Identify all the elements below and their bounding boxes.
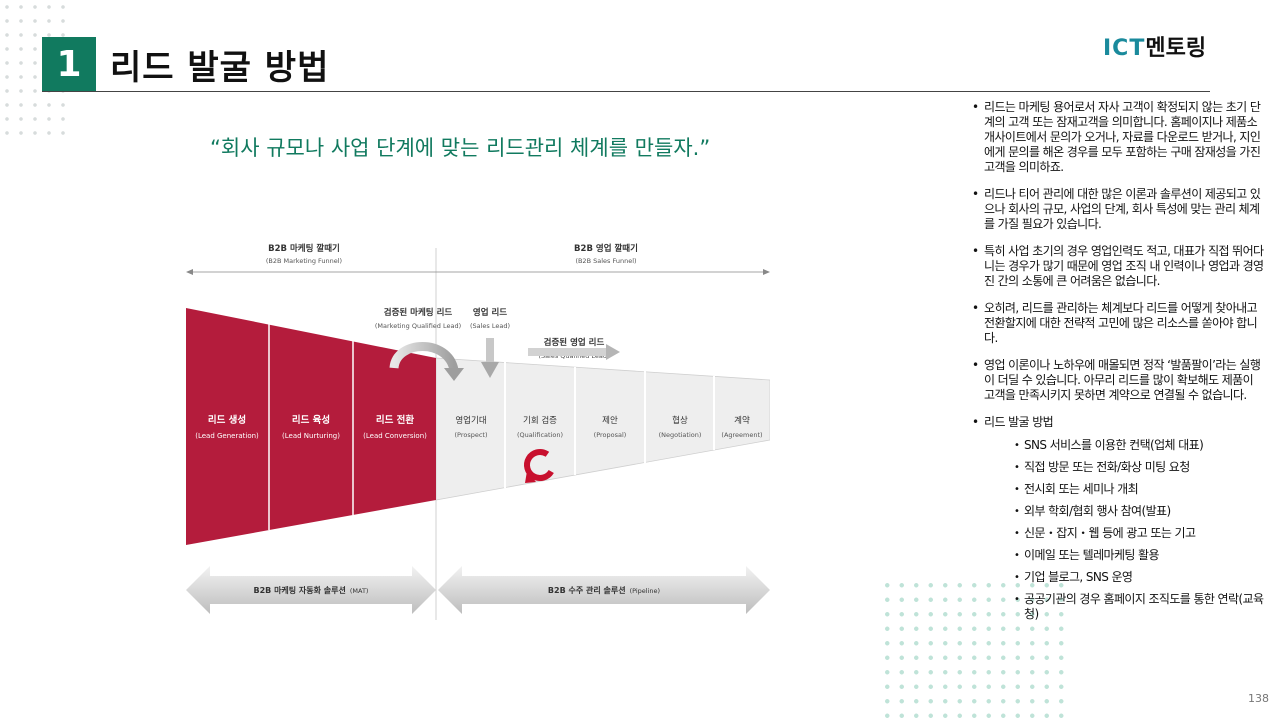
marketing-funnel-en-label: (B2B Marketing Funnel): [266, 257, 342, 265]
stage-agreement-label: 계약: [734, 415, 750, 426]
mat-solution-title: B2B 마케팅 자동화 솔루션: [254, 585, 346, 595]
stage-lead-generation-en: (Lead Generation): [195, 432, 259, 440]
pipeline-solution-label: B2B 수주 관리 솔루션 (Pipeline): [548, 585, 660, 595]
stage-qualification-label: 기회 검증: [523, 415, 557, 426]
bullet-item: 오히려, 리드를 관리하는 체계보다 리드를 어떻게 찾아내고 전환할지에 대한…: [970, 301, 1265, 346]
stage-lead-conversion-label: 리드 전환: [376, 414, 415, 426]
pipeline-solution-arrow: [438, 566, 770, 614]
stage-proposal-label: 제안: [602, 415, 618, 426]
methods-bullet: 리드 발굴 방법 SNS 서비스를 이용한 컨택(업체 대표) 직접 방문 또는…: [970, 415, 1265, 622]
stage-prospect-en: (Prospect): [454, 431, 487, 439]
slide-title: 리드 발굴 방법: [110, 48, 330, 88]
stage-negotiation-label: 협상: [672, 415, 688, 426]
stage-lead-nurturing-en: (Lead Nurturing): [282, 432, 340, 440]
page-number: 138: [1248, 692, 1269, 705]
methods-heading: 리드 발굴 방법: [984, 415, 1054, 429]
range-arrow-left-icon: [186, 269, 193, 275]
stage-lead-nurturing-label: 리드 육성: [292, 414, 330, 426]
curved-transition-arrow-icon: [389, 342, 459, 372]
stage-lead-conversion-en: (Lead Conversion): [363, 432, 427, 440]
logo-ict-text: ICT: [1103, 36, 1146, 61]
bullet-item: 리드는 마케팅 용어로서 자사 고객이 확정되지 않는 초기 단계의 고객 또는…: [970, 100, 1265, 175]
sales-lead-en-label: (Sales Lead): [470, 322, 510, 330]
sales-funnel-label: B2B 영업 깔때기: [574, 243, 638, 254]
sales-lead-down-arrow-shaft: [486, 338, 494, 364]
stage-negotiation-en: (Negotiation): [659, 431, 702, 439]
mql-label: 검증된 마케팅 리드: [384, 307, 453, 318]
stage-proposal-en: (Proposal): [594, 431, 627, 439]
curved-arrowhead-icon: [444, 368, 464, 381]
sql-label: 검증된 영업 리드: [544, 337, 605, 348]
method-item: 직접 방문 또는 전화/화상 미팅 요청: [1014, 460, 1265, 475]
pipeline-solution-title: B2B 수주 관리 솔루션: [548, 585, 626, 595]
bullet-item: 영업 이론이나 노하우에 매몰되면 정작 ‘발품팔이’라는 실행이 더딜 수 있…: [970, 358, 1265, 403]
method-item: 전시회 또는 세미나 개최: [1014, 482, 1265, 497]
section-number-badge: 1: [42, 37, 96, 91]
mql-en-label: (Marketing Qualified Lead): [375, 322, 461, 330]
b2b-funnel-diagram: B2B 마케팅 깔때기 (B2B Marketing Funnel) B2B 영…: [186, 243, 770, 620]
mat-solution-arrow: [186, 566, 436, 614]
stage-qualification-en: (Qualification): [517, 431, 563, 439]
bullet-item: 특히 사업 초기의 경우 영업인력도 적고, 대표가 직접 뛰어다니는 경우가 …: [970, 244, 1265, 289]
stage-prospect-label: 영업기대: [455, 415, 486, 426]
sales-lead-label: 영업 리드: [473, 307, 507, 318]
stage-agreement-en: (Agreement): [721, 431, 762, 439]
marketing-funnel-label: B2B 마케팅 깔때기: [268, 243, 340, 254]
ict-mentoring-logo: ICT멘토링: [1103, 30, 1206, 62]
logo-mentoring-text: 멘토링: [1145, 36, 1207, 61]
key-quote: “회사 규모나 사업 단계에 맞는 리드관리 체계를 만들자.”: [210, 136, 711, 160]
sql-right-arrow-shaft: [528, 348, 608, 356]
marketing-funnel-shape: [186, 308, 436, 545]
qualification-cycle-icon: [524, 449, 556, 483]
pipeline-solution-en: (Pipeline): [630, 587, 661, 595]
bullet-item: 리드나 티어 관리에 대한 많은 이론과 솔루션이 제공되고 있으나 회사의 규…: [970, 187, 1265, 232]
method-item: 기업 블로그, SNS 운영: [1014, 570, 1265, 585]
method-item: 외부 학회/협회 행사 참여(발표): [1014, 504, 1265, 519]
range-arrow-right-icon: [763, 269, 770, 275]
sales-funnel-en-label: (B2B Sales Funnel): [575, 257, 636, 265]
method-item: 공공기관의 경우 홈페이지 조직도를 통한 연락(교육청): [1014, 592, 1265, 622]
methods-list: SNS 서비스를 이용한 컨택(업체 대표) 직접 방문 또는 전화/화상 미팅…: [984, 438, 1265, 622]
method-item: 이메일 또는 텔레마케팅 활용: [1014, 548, 1265, 563]
method-item: SNS 서비스를 이용한 컨택(업체 대표): [1014, 438, 1265, 453]
title-divider: [42, 91, 1210, 92]
mat-solution-label: B2B 마케팅 자동화 솔루션 (MAT): [254, 585, 369, 595]
stage-lead-generation-label: 리드 생성: [208, 414, 246, 426]
explanation-panel: 리드는 마케팅 용어로서 자사 고객이 확정되지 않는 초기 단계의 고객 또는…: [970, 100, 1265, 634]
sales-funnel-shape: [435, 357, 770, 501]
method-item: 신문・잡지・웹 등에 광고 또는 기고: [1014, 526, 1265, 541]
explanation-bullets: 리드는 마케팅 용어로서 자사 고객이 확정되지 않는 초기 단계의 고객 또는…: [970, 100, 1265, 622]
sales-lead-down-arrow-icon: [481, 362, 499, 378]
mat-solution-en: (MAT): [350, 587, 369, 595]
sql-right-arrow-icon: [606, 344, 620, 360]
